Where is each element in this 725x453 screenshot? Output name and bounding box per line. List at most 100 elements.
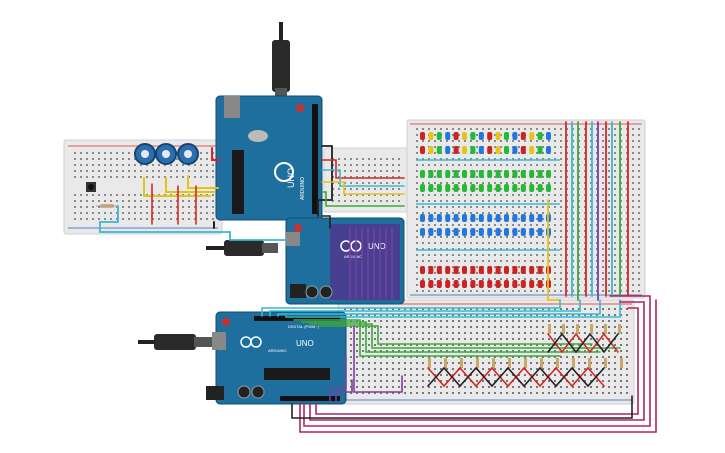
led-icon: [445, 266, 451, 274]
led-icon: [487, 228, 493, 236]
arduino-bottom-header-label: DIGITAL (PWM~): [288, 324, 320, 329]
led-icon: [420, 184, 425, 192]
led-icon: [529, 280, 535, 288]
wire[interactable]: [277, 299, 601, 317]
led-icon: [512, 214, 518, 222]
wire[interactable]: [547, 199, 561, 301]
led-icon: [478, 146, 484, 154]
led-icon: [487, 280, 493, 288]
led-icon: [453, 266, 459, 274]
led-icon: [537, 266, 543, 274]
wire[interactable]: [315, 307, 639, 415]
led-icon: [504, 184, 509, 192]
wire[interactable]: [547, 332, 619, 354]
led-icon: [462, 132, 467, 140]
wire[interactable]: [321, 215, 331, 229]
led-icon: [428, 228, 434, 236]
resistor-icon: [508, 358, 511, 368]
led-icon: [529, 146, 535, 154]
wire[interactable]: [309, 323, 621, 349]
led-icon: [512, 170, 518, 178]
led-icon: [462, 214, 467, 222]
led-icon: [478, 170, 484, 178]
led-icon: [478, 266, 484, 274]
led-icon: [420, 280, 425, 288]
wire[interactable]: [187, 175, 219, 189]
usb-cable-icon: [272, 22, 290, 106]
led-icon: [546, 146, 551, 154]
led-icon: [470, 214, 476, 222]
led-icon: [462, 228, 467, 236]
led-icon: [428, 214, 434, 222]
led-icon: [462, 280, 467, 288]
led-icon: [436, 214, 442, 222]
wire[interactable]: [165, 177, 215, 193]
wire[interactable]: [321, 181, 405, 195]
led-icon: [453, 214, 459, 222]
led-icon: [470, 132, 476, 140]
led-icon: [436, 280, 442, 288]
led-icon: [512, 228, 518, 236]
wire[interactable]: [285, 299, 621, 318]
led-icon: [428, 184, 434, 192]
arduino-top[interactable]: UNO ARDUINO: [215, 95, 323, 221]
wire[interactable]: [261, 299, 561, 317]
led-icon: [470, 266, 476, 274]
breadboard-right[interactable]: [406, 119, 646, 299]
led-icon: [520, 214, 526, 222]
wire[interactable]: [317, 325, 593, 345]
led-icon: [529, 170, 535, 178]
led-icon: [537, 228, 543, 236]
led-icon: [478, 228, 484, 236]
breadboard-middle[interactable]: [323, 147, 409, 213]
wire[interactable]: [321, 159, 405, 179]
arduino-middle-brand: ARDUINO: [344, 254, 362, 259]
wire[interactable]: [211, 147, 221, 161]
wire[interactable]: [335, 379, 353, 403]
wire[interactable]: [293, 319, 561, 357]
arduino-bottom-model: UNO: [296, 339, 314, 348]
wire[interactable]: [143, 177, 211, 197]
arduino-top-brand: ARDUINO: [300, 177, 306, 200]
potentiometer-icon[interactable]: [134, 143, 156, 165]
wire[interactable]: [317, 145, 333, 217]
led-grid: [416, 132, 560, 288]
led-icon: [445, 280, 451, 288]
led-icon: [428, 146, 434, 154]
led-icon: [512, 280, 518, 288]
resistor-icon: [556, 358, 559, 368]
wire[interactable]: [301, 321, 601, 353]
led-icon: [495, 184, 501, 192]
led-icon: [512, 132, 518, 140]
wire[interactable]: [309, 301, 645, 421]
led-icon: [529, 184, 535, 192]
resistor-array: [428, 324, 623, 368]
led-icon: [445, 214, 451, 222]
led-icon: [487, 184, 493, 192]
led-icon: [520, 184, 526, 192]
led-icon: [470, 170, 476, 178]
wire[interactable]: [99, 205, 287, 241]
led-icon: [420, 146, 425, 154]
led-icon: [504, 280, 509, 288]
wire[interactable]: [427, 366, 605, 388]
arduino-bottom[interactable]: UNO ARDUINO DIGITAL (PWM~): [206, 311, 347, 405]
wire[interactable]: [353, 325, 403, 393]
potentiometer-icon[interactable]: [177, 143, 199, 165]
wire[interactable]: [329, 355, 347, 403]
potentiometer-icon[interactable]: [155, 143, 177, 165]
wire[interactable]: [269, 299, 581, 317]
led-icon: [428, 280, 434, 288]
pushbutton-icon[interactable]: [86, 182, 96, 192]
led-icon: [529, 132, 535, 140]
wire[interactable]: [291, 395, 633, 419]
wires: [99, 121, 657, 433]
led-icon: [520, 266, 526, 274]
led-icon: [504, 146, 509, 154]
led-icon: [520, 228, 526, 236]
wire[interactable]: [321, 169, 405, 187]
wire[interactable]: [321, 191, 405, 207]
led-icon: [546, 184, 551, 192]
usb-cable-icon: [138, 334, 212, 350]
